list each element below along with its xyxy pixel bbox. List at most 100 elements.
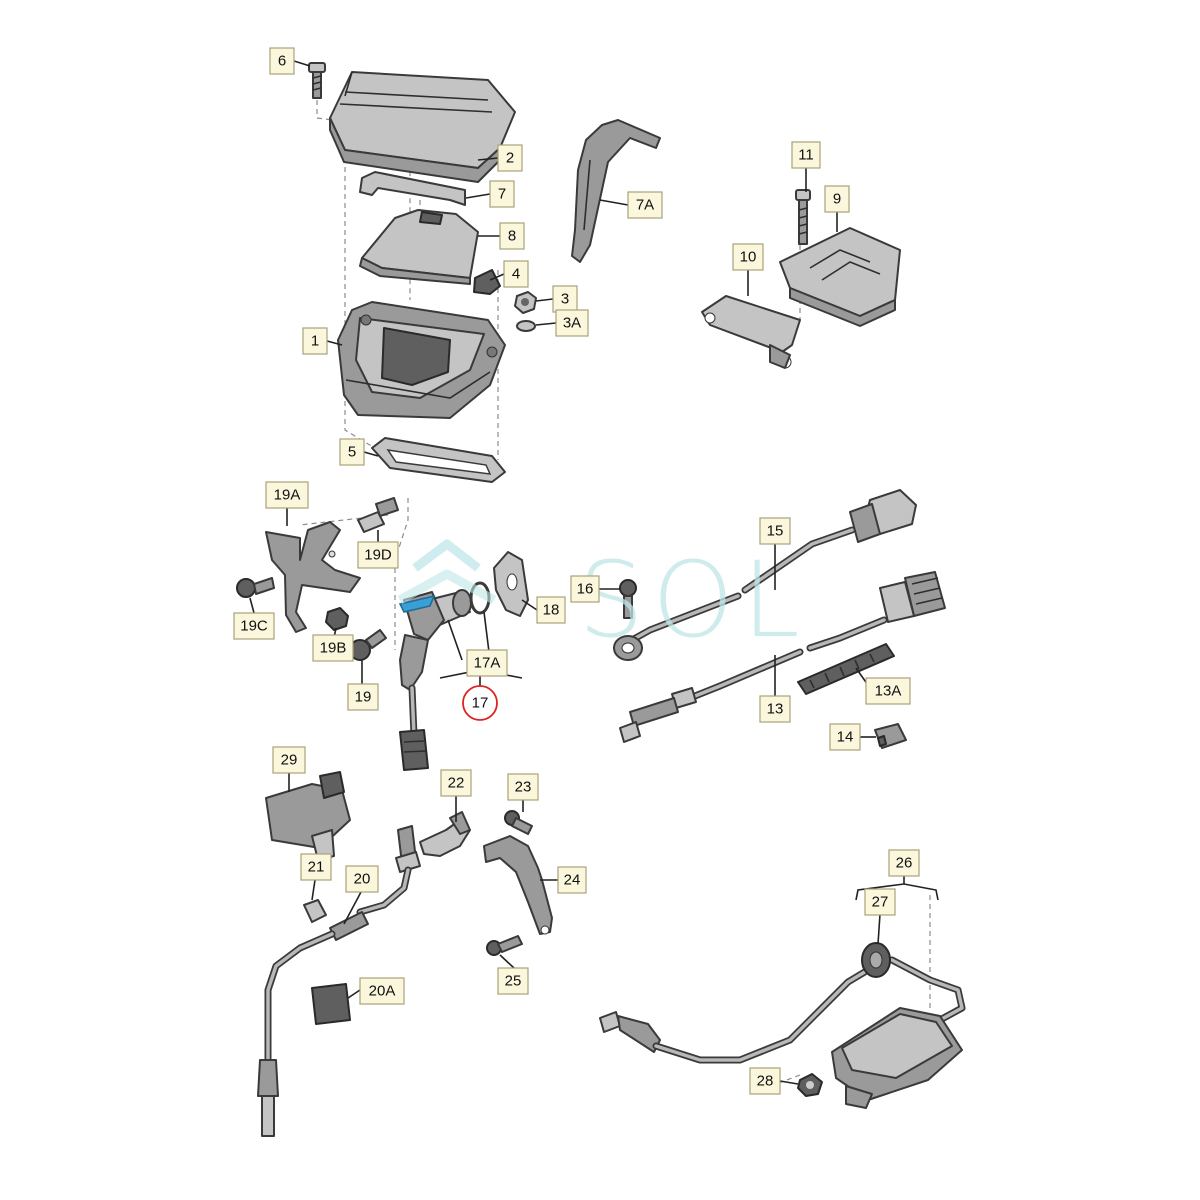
- knock-sensor-15[interactable]: [613, 489, 917, 661]
- callout-18[interactable]: 18: [536, 596, 566, 624]
- svg-text:4: 4: [512, 266, 520, 283]
- callout-7a[interactable]: 7A: [627, 191, 663, 219]
- bolt-11[interactable]: [795, 189, 811, 245]
- bolt-25[interactable]: [486, 935, 523, 956]
- svg-text:6: 6: [278, 53, 286, 70]
- svg-text:23: 23: [515, 779, 532, 796]
- pad-20a[interactable]: [311, 983, 351, 1025]
- sleeve-13a[interactable]: [797, 643, 895, 695]
- callout-19a[interactable]: 19A: [265, 481, 309, 509]
- ecu-cover-2[interactable]: [329, 71, 516, 183]
- callout-2[interactable]: 2: [497, 144, 523, 172]
- callout-23[interactable]: 23: [507, 773, 539, 801]
- bracket-7a[interactable]: [571, 119, 661, 263]
- watermark-text: SOL: [578, 539, 808, 661]
- bracket-24[interactable]: [483, 835, 553, 935]
- callout-labels: 6 2 7 8 4 3 3A 1 5 7A 11 9 10 19A 19D 19…: [233, 47, 920, 1095]
- clip-21[interactable]: [303, 899, 327, 923]
- clip-14[interactable]: [874, 723, 907, 749]
- control-unit-8[interactable]: [359, 209, 479, 285]
- callout-20[interactable]: 20: [345, 865, 379, 893]
- svg-text:1: 1: [311, 333, 319, 350]
- ecu-housing-1[interactable]: [337, 301, 506, 419]
- callout-20a[interactable]: 20A: [359, 977, 405, 1005]
- callout-27[interactable]: 27: [864, 888, 896, 916]
- bolt-6[interactable]: [308, 62, 326, 99]
- svg-text:29: 29: [281, 752, 298, 769]
- svg-text:16: 16: [577, 581, 594, 598]
- callout-15[interactable]: 15: [759, 517, 791, 545]
- callout-17[interactable]: 17: [462, 685, 498, 721]
- watermark-roof-icon-lower: [397, 569, 497, 604]
- svg-text:19: 19: [355, 689, 372, 706]
- nut-28[interactable]: [797, 1073, 823, 1097]
- callout-19d[interactable]: 19D: [357, 541, 399, 569]
- connector-27[interactable]: [861, 942, 891, 978]
- svg-text:5: 5: [348, 444, 356, 461]
- seal-18[interactable]: [493, 551, 529, 617]
- callout-11[interactable]: 11: [791, 141, 821, 169]
- svg-text:25: 25: [505, 973, 522, 990]
- svg-text:8: 8: [508, 228, 516, 245]
- bolt-19c[interactable]: [236, 577, 275, 598]
- svg-text:3: 3: [561, 291, 569, 308]
- callout-19b[interactable]: 19B: [312, 634, 354, 662]
- mounting-bracket-10[interactable]: [701, 295, 801, 369]
- callout-13a[interactable]: 13A: [865, 677, 911, 705]
- callout-5[interactable]: 5: [339, 438, 365, 466]
- callout-16[interactable]: 16: [570, 575, 600, 603]
- bracket-19a[interactable]: [265, 521, 361, 633]
- callout-9[interactable]: 9: [824, 185, 850, 213]
- callout-3a[interactable]: 3A: [555, 309, 589, 337]
- temperature-sensor-20[interactable]: [257, 825, 421, 1137]
- svg-text:14: 14: [837, 729, 854, 746]
- callout-10[interactable]: 10: [732, 243, 764, 271]
- bolt-16[interactable]: [619, 579, 637, 619]
- nox-sensor-26[interactable]: [599, 956, 966, 1109]
- callout-17a[interactable]: 17A: [466, 649, 508, 677]
- callout-19[interactable]: 19: [347, 683, 379, 711]
- svg-text:2: 2: [506, 150, 514, 167]
- callout-7[interactable]: 7: [489, 180, 515, 208]
- callout-3[interactable]: 3: [552, 285, 578, 313]
- callout-19c[interactable]: 19C: [233, 612, 275, 640]
- callout-4[interactable]: 4: [503, 260, 529, 288]
- callout-13[interactable]: 13: [759, 695, 791, 723]
- stud-19d[interactable]: [357, 497, 399, 533]
- callout-1[interactable]: 1: [302, 327, 328, 355]
- bolt-19[interactable]: [349, 629, 387, 661]
- svg-text:17A: 17A: [474, 655, 501, 672]
- callout-24[interactable]: 24: [557, 866, 587, 894]
- nut-3[interactable]: [514, 291, 537, 314]
- bolt-23[interactable]: [504, 810, 533, 835]
- svg-text:21: 21: [308, 859, 325, 876]
- callout-22[interactable]: 22: [440, 769, 472, 797]
- pressure-sensor-29[interactable]: [265, 771, 351, 861]
- oxygen-sensor-13[interactable]: [619, 571, 946, 743]
- callout-25[interactable]: 25: [497, 967, 529, 995]
- svg-text:19D: 19D: [364, 547, 392, 564]
- washer-3a[interactable]: [516, 320, 536, 332]
- svg-text:19C: 19C: [240, 618, 268, 635]
- speed-sensor-17[interactable]: [398, 589, 472, 771]
- svg-text:20A: 20A: [369, 983, 396, 1000]
- clip-7[interactable]: [359, 171, 466, 206]
- callout-21[interactable]: 21: [300, 853, 332, 881]
- callout-8[interactable]: 8: [499, 222, 525, 250]
- callout-29[interactable]: 29: [272, 746, 306, 774]
- clip-4[interactable]: [473, 269, 501, 295]
- svg-text:15: 15: [767, 523, 784, 540]
- callout-6[interactable]: 6: [269, 47, 295, 75]
- gasket-5[interactable]: [371, 437, 506, 483]
- watermark-roof-icon: [412, 539, 481, 572]
- bracket-clip-22[interactable]: [419, 811, 471, 857]
- svg-text:13A: 13A: [875, 683, 902, 700]
- callout-28[interactable]: 28: [749, 1067, 781, 1095]
- callout-14[interactable]: 14: [829, 723, 861, 751]
- nut-19b[interactable]: [325, 607, 349, 631]
- svg-text:20: 20: [354, 871, 371, 888]
- callout-26[interactable]: 26: [888, 849, 920, 877]
- module-cover-9[interactable]: [779, 227, 901, 327]
- svg-text:28: 28: [757, 1073, 774, 1090]
